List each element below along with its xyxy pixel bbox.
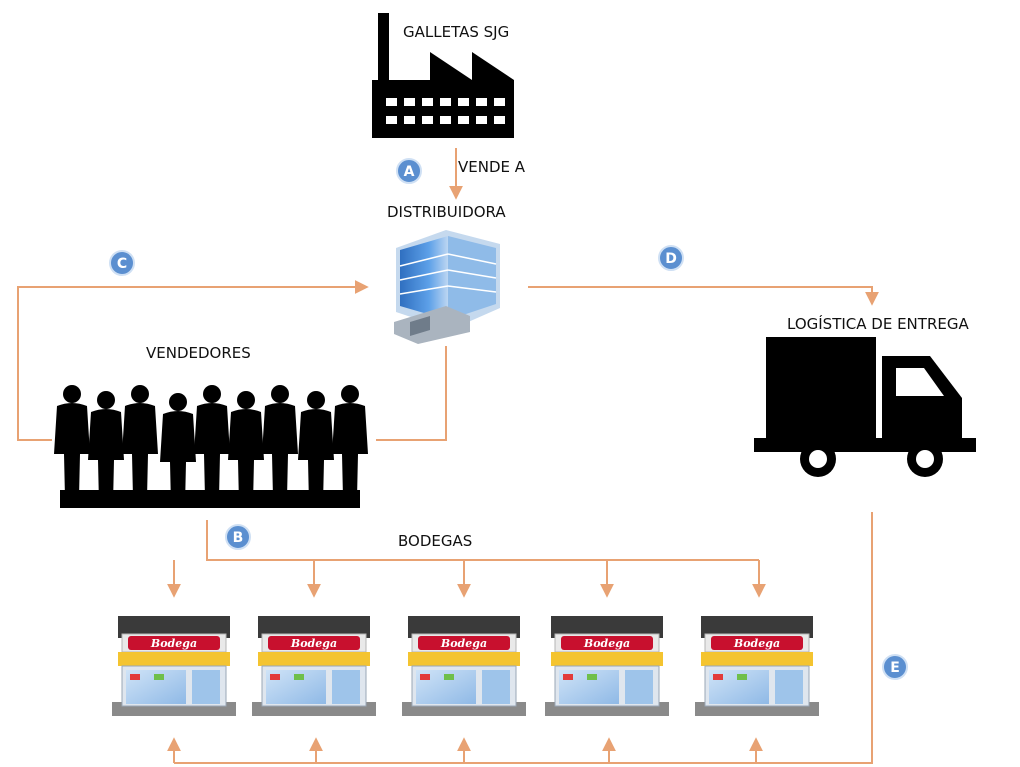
- badge-d: D: [658, 245, 684, 271]
- logistics-label: LOGÍSTICA DE ENTREGA: [787, 314, 969, 333]
- sellers-label: VENDEDORES: [146, 344, 251, 362]
- badge-c: C: [109, 250, 135, 276]
- store-3-icon: Bodega: [401, 615, 527, 717]
- arrow-d: [528, 286, 879, 306]
- store-5-sign: Bodega: [733, 637, 780, 650]
- distributor-label: DISTRIBUIDORA: [387, 203, 506, 221]
- connectors: [17, 148, 879, 764]
- badge-a-letter: A: [404, 164, 415, 180]
- link-logistics-stores: [174, 512, 873, 764]
- store-2-sign: Bodega: [290, 637, 337, 650]
- arrow-c: [17, 280, 369, 441]
- store-4-sign: Bodega: [583, 637, 630, 650]
- store-4-icon: Bodega: [544, 615, 670, 717]
- building-icon: [394, 230, 500, 344]
- badge-c-letter: C: [117, 256, 127, 272]
- link-sellers-stores: [206, 520, 759, 561]
- people-icon: [54, 385, 368, 508]
- badge-e-letter: E: [890, 660, 900, 676]
- badge-b: B: [225, 524, 251, 550]
- store-1-icon: Bodega: [111, 615, 237, 717]
- truck-icon: [754, 337, 976, 477]
- stores-label: BODEGAS: [398, 532, 472, 550]
- badge-e: E: [882, 654, 908, 680]
- store-1-sign: Bodega: [150, 637, 197, 650]
- store-5-icon: Bodega: [694, 615, 820, 717]
- store-3-sign: Bodega: [440, 637, 487, 650]
- factory-icon: [372, 13, 514, 138]
- badge-b-letter: B: [233, 530, 244, 546]
- sells-to-label: VENDE A: [458, 158, 526, 176]
- link-distributor-sellers: [376, 346, 447, 441]
- badge-a: A: [396, 158, 422, 184]
- badge-d-letter: D: [665, 251, 677, 267]
- factory-label: GALLETAS SJG: [403, 23, 509, 41]
- store-2-icon: Bodega: [251, 615, 377, 717]
